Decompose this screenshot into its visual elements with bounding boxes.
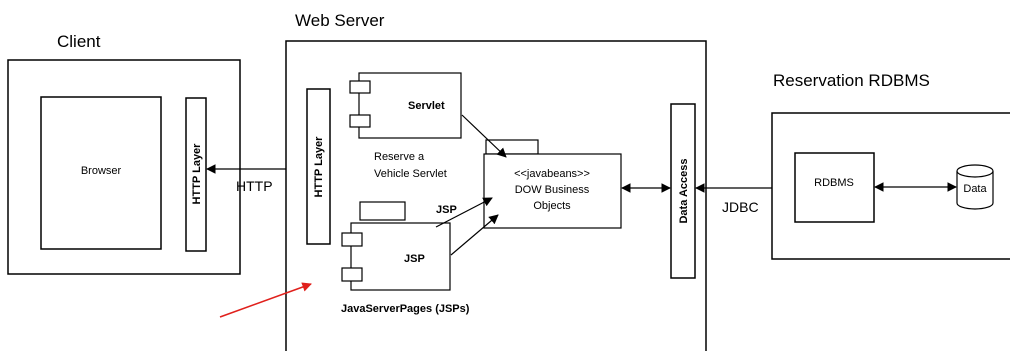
jsp-component-back: JSP [359,201,457,221]
client-http-layer-label: HTTP Layer [191,143,203,205]
data-label: Data [963,183,987,195]
javaserverpages-label: JavaServerPages (JSPs) [341,303,470,315]
jdbc-label: JDBC [722,199,759,215]
rdbms-container: Reservation RDBMS RDBMS Data [771,71,1010,260]
rdbms-tier-title: Reservation RDBMS [773,71,930,90]
jsp-port-bottom [341,267,363,282]
jsp-top-label: JSP [436,204,457,216]
servlet-port-top [349,80,371,94]
servlet-component: Servlet [349,72,462,139]
server-http-layer-box [306,88,331,245]
dow-label-line2: Objects [533,200,571,212]
web-server-title: Web Server [295,11,385,30]
rdbms-box [794,152,875,223]
servlet-port-bottom [349,114,371,128]
jsp-top-tab [359,201,406,221]
data-access-label: Data Access [678,158,690,223]
servlet-to-dow-arrow [461,114,507,158]
server-http-layer-label: HTTP Layer [313,136,325,198]
dow-business-objects: <<javabeans>> DOW Business Objects [483,139,622,229]
browser-label: Browser [81,165,122,177]
cylinder-body [956,171,994,210]
client-title: Client [57,32,101,51]
annotation-arrow [219,282,312,318]
jsp-main-box [350,222,451,291]
jsp-port-top [341,232,363,247]
jsp-top-to-dow-arrow [435,197,493,228]
dow-label-line1: DOW Business [515,184,590,196]
web-server-container: Web Server HTTP Layer Servlet Reserve a … [285,11,707,356]
cylinder-top [956,164,994,178]
jsp-to-dow-arrow [450,214,499,256]
client-container: Client Browser HTTP Layer [7,32,241,275]
reserve-label-line2: Vehicle Servlet [374,168,447,180]
jsp-main-label: JSP [404,253,425,265]
rdbms-label: RDBMS [814,177,854,189]
data-cylinder: Data [956,164,994,210]
javabeans-stereotype: <<javabeans>> [514,168,590,180]
servlet-box [358,72,462,139]
servlet-label: Servlet [408,100,445,112]
data-access-box [670,103,696,279]
http-label: HTTP [236,178,273,194]
browser-box [40,96,162,250]
jsp-component-main: JSP [341,222,451,291]
dow-tab [485,139,539,155]
dow-box [483,153,622,229]
reserve-label-line1: Reserve a [374,151,425,163]
client-http-layer-box [185,97,207,252]
